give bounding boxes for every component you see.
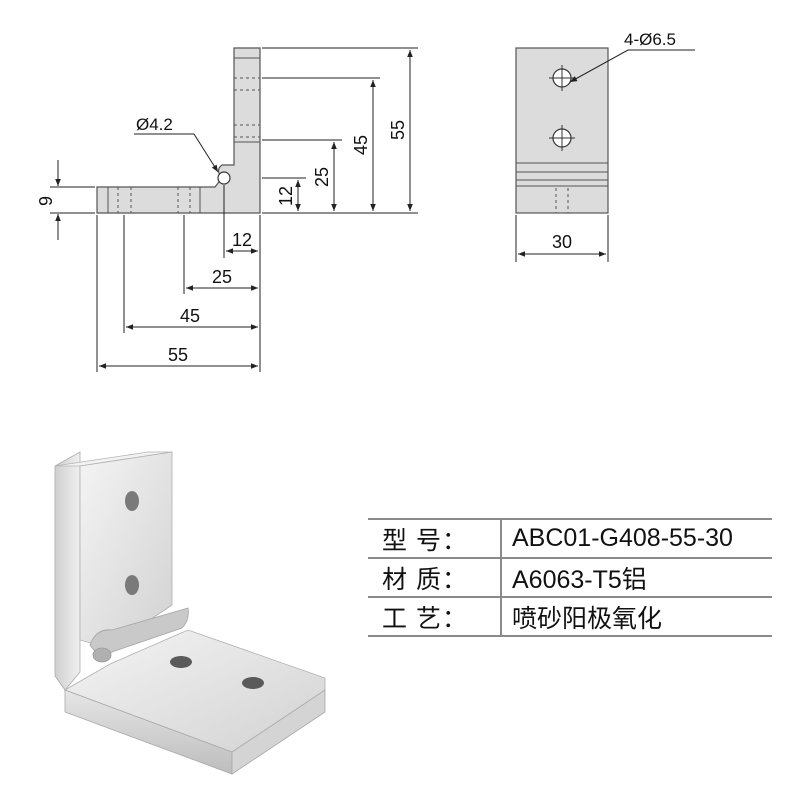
side-view: Ø4.2 55 45 25 12 — [36, 47, 418, 372]
foot-marks — [107, 187, 201, 213]
hidden-lines-vertical — [234, 77, 260, 138]
horizontal-dimensions: 12 25 45 55 — [99, 230, 258, 369]
dim-w55: 55 — [168, 345, 188, 365]
bracket-3d-render — [54, 451, 326, 775]
spec-label-model: 型 号： — [368, 518, 502, 559]
render-hole-2 — [125, 575, 139, 595]
groove-end — [92, 647, 112, 663]
dim-h45: 45 — [351, 135, 371, 155]
dim-h25: 25 — [312, 167, 332, 187]
leg-marks — [234, 57, 260, 143]
spec-label-process: 工 艺： — [368, 597, 502, 637]
spec-row-material: 材 质： A6063-T5铝 — [368, 558, 772, 598]
front-width-dimension: 30 — [518, 232, 606, 257]
vertical-leg-side — [54, 451, 81, 691]
hole-leader — [134, 133, 219, 173]
dim-w12: 12 — [232, 230, 252, 250]
vertical-dimensions: 55 45 25 12 9 — [36, 50, 413, 240]
hole-note-side: Ø4.2 — [136, 115, 173, 134]
front-hidden-holes — [555, 188, 569, 213]
spec-row-process: 工 艺： 喷砂阳极氧化 — [368, 597, 772, 637]
render-hole-4 — [242, 677, 264, 689]
render-hole-1 — [125, 491, 139, 511]
spec-table: 型 号： ABC01-G408-55-30 材 质： A6063-T5铝 工 艺… — [368, 518, 772, 637]
dim-w45: 45 — [180, 306, 200, 326]
dim-h55: 55 — [388, 120, 408, 140]
groove-hole — [217, 171, 231, 185]
dim-h12: 12 — [276, 186, 296, 206]
hole-note-front: 4-Ø6.5 — [624, 30, 676, 49]
front-extension-lines — [515, 215, 609, 262]
spec-value-material: A6063-T5铝 — [501, 558, 772, 598]
front-hole-leader — [569, 49, 695, 83]
dim-w25: 25 — [212, 267, 232, 287]
spec-label-material: 材 质： — [368, 558, 502, 598]
spec-row-model: 型 号： ABC01-G408-55-30 — [368, 518, 772, 559]
spec-value-model: ABC01-G408-55-30 — [501, 518, 772, 559]
dim-thickness: 9 — [36, 196, 56, 206]
hidden-lines-horizontal — [117, 187, 191, 213]
spec-value-process: 喷砂阳极氧化 — [501, 597, 772, 637]
base-right — [231, 689, 326, 775]
front-view: 4-Ø6.5 30 — [515, 30, 695, 262]
render-hole-3 — [170, 656, 192, 668]
extension-lines — [50, 47, 418, 372]
front-groove-lines — [516, 162, 608, 187]
dim-front-width: 30 — [552, 232, 572, 252]
